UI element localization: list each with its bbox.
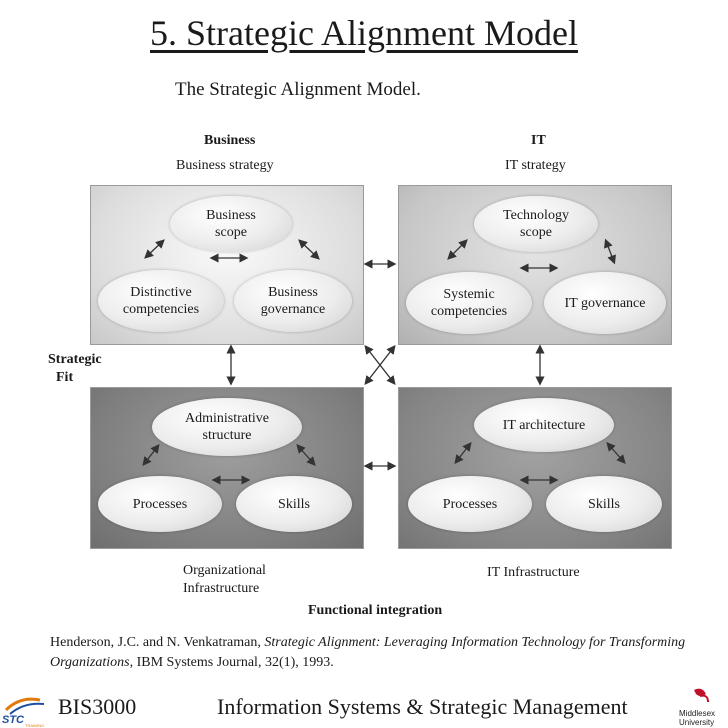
figure-title: The Strategic Alignment Model. xyxy=(175,79,421,100)
systemic-competencies-node: Systemic competencies xyxy=(406,272,532,334)
strategic-label: Strategic xyxy=(48,352,102,367)
administrative-structure-node: Administrative structure xyxy=(152,398,302,456)
business-scope-line1: Business xyxy=(206,208,256,223)
technology-scope-line2: scope xyxy=(520,225,552,240)
svg-text:TRAINING: TRAINING xyxy=(25,723,44,728)
technology-scope-line1: Technology xyxy=(503,208,569,223)
middlesex-university-logo: Middlesex University xyxy=(679,688,715,727)
svg-text:University: University xyxy=(679,718,714,727)
footer-subject: Information Systems & Strategic Manageme… xyxy=(217,694,628,719)
it-architecture-label: IT architecture xyxy=(502,417,586,433)
stc-logo: STC TRAINING xyxy=(2,697,44,728)
citation-title: Strategic Alignment: Leveraging Informat… xyxy=(50,635,686,670)
it-governance-node: IT governance xyxy=(544,272,666,334)
arrow-arch-proc xyxy=(454,441,472,465)
it-header: IT xyxy=(531,133,546,148)
org-processes-node: Processes xyxy=(98,476,222,532)
org-processes-label: Processes xyxy=(132,496,188,512)
citation-authors: Henderson, J.C. and N. Venkatraman, xyxy=(50,635,265,650)
arrow-tscope-scomp xyxy=(447,239,468,260)
org-infra-label-line2: Infrastructure xyxy=(183,581,260,596)
org-skills-node: Skills xyxy=(236,476,352,532)
functional-integration-label: Functional integration xyxy=(308,603,443,618)
arrow-bscope-dcomp xyxy=(144,239,165,259)
arrow-admin-skills xyxy=(296,444,316,466)
it-architecture-node: IT architecture xyxy=(474,398,614,452)
it-governance-label: IT governance xyxy=(564,295,646,311)
fit-label: Fit xyxy=(56,370,74,385)
slide-title: 5. Strategic Alignment Model xyxy=(150,13,578,53)
arrow-arch-skills xyxy=(606,442,626,464)
technology-scope-node: Technology scope xyxy=(474,196,598,252)
it-infra-label: IT Infrastructure xyxy=(487,565,580,580)
svg-text:Middlesex: Middlesex xyxy=(679,709,715,718)
org-infra-label-line1: Organizational xyxy=(183,563,266,578)
org-skills-label: Skills xyxy=(278,496,310,512)
it-processes-node: Processes xyxy=(408,476,532,532)
systemic-competencies-line1: Systemic xyxy=(443,287,495,302)
distinctive-competencies-line1: Distinctive xyxy=(130,285,192,300)
distinctive-competencies-node: Distinctive competencies xyxy=(98,270,224,332)
business-governance-node: Business governance xyxy=(234,270,352,332)
it-strategy-label: IT strategy xyxy=(505,158,566,173)
svg-text:STC: STC xyxy=(2,714,25,726)
arrow-tscope-itgov xyxy=(604,238,616,265)
business-header: Business xyxy=(204,133,256,148)
it-skills-label: Skills xyxy=(588,496,620,512)
distinctive-competencies-line2: competencies xyxy=(122,302,200,317)
it-skills-node: Skills xyxy=(546,476,662,532)
business-strategy-label: Business strategy xyxy=(176,158,274,173)
it-processes-label: Processes xyxy=(442,496,498,512)
citation-source: , IBM Systems Journal, 32(1), 1993. xyxy=(129,655,334,670)
systemic-competencies-line2: competencies xyxy=(430,304,508,319)
arrow-diag-2 xyxy=(364,344,396,386)
citation: Henderson, J.C. and N. Venkatraman, Stra… xyxy=(50,633,710,673)
business-scope-node: Business scope xyxy=(170,196,292,252)
business-scope-line2: scope xyxy=(215,225,247,240)
administrative-structure-line1: Administrative xyxy=(185,411,269,426)
arrow-bscope-bgov xyxy=(298,239,320,260)
business-governance-line2: governance xyxy=(260,302,326,317)
administrative-structure-line2: structure xyxy=(202,428,252,443)
business-governance-line1: Business xyxy=(268,285,318,300)
footer-course: BIS3000 xyxy=(58,694,137,719)
arrow-admin-proc xyxy=(142,443,160,467)
